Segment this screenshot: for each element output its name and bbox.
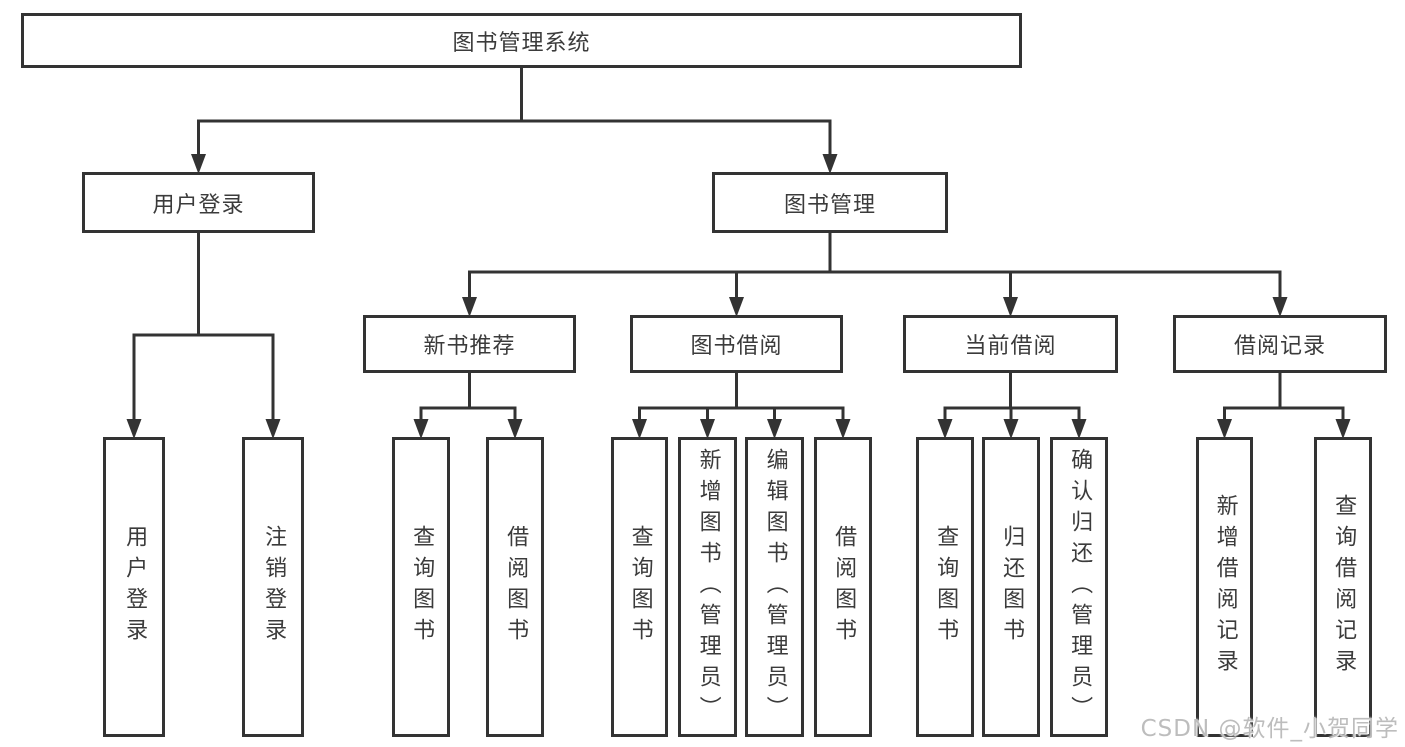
arrowhead-icon [191,154,206,174]
node-label: 查询图书 [627,525,653,649]
node-label: 用户登录 [122,525,148,649]
node-leaf-edit-book: 编辑图书（管理员） [745,437,804,737]
node-user-login: 用户登录 [82,172,315,233]
arrowhead-icon [1272,297,1288,317]
arrowhead-icon [1217,419,1232,439]
node-leaf-user-login: 用户登录 [103,437,165,737]
arrowhead-icon [729,297,744,317]
node-leaf-confirm-return: 确认归还（管理员） [1050,437,1108,737]
node-new-book-rec: 新书推荐 [363,315,576,373]
arrowhead-icon [462,297,477,317]
node-label: 查询图书 [409,525,435,649]
node-leaf-return-book: 归还图书 [982,437,1040,737]
node-label: 查询借阅记录 [1331,494,1357,680]
node-root: 图书管理系统 [21,13,1022,68]
arrowhead-icon [507,419,523,439]
arrowhead-icon [822,154,838,174]
arrowhead-icon [767,419,782,439]
arrowhead-icon [265,419,281,439]
arrowhead-icon [700,419,715,439]
node-leaf-logout: 注销登录 [242,437,304,737]
node-label: 借阅图书 [831,525,857,649]
node-leaf-add-book: 新增图书（管理员） [678,437,737,737]
node-label: 归还图书 [999,525,1025,649]
arrowhead-icon [413,419,429,439]
node-label: 编辑图书（管理员） [762,447,788,727]
node-label: 图书管理 [783,192,876,218]
arrowhead-icon [937,419,953,439]
node-label: 注销登录 [261,525,287,649]
node-label: 查询图书 [933,525,959,649]
arrowhead-icon [1335,419,1351,439]
arrowhead-icon [1071,419,1087,439]
node-label: 新增图书（管理员） [695,447,721,727]
node-label: 用户登录 [152,192,245,218]
arrowhead-icon [1003,419,1019,439]
node-leaf-borrow-book-1: 借阅图书 [486,437,544,737]
node-label: 图书借阅 [690,334,783,359]
node-leaf-query-book-1: 查询图书 [392,437,450,737]
node-label: 当前借阅 [964,334,1057,359]
arrowhead-icon [835,419,851,439]
node-label: 确认归还（管理员） [1067,447,1093,727]
arrowhead-icon [632,419,647,439]
node-label: 借阅记录 [1233,334,1326,359]
node-label: 新书推荐 [423,334,516,359]
node-leaf-query-book-2: 查询图书 [611,437,668,737]
node-book-borrow: 图书借阅 [630,315,843,373]
node-borrow-record: 借阅记录 [1173,315,1387,373]
arrowhead-icon [1003,297,1018,317]
node-label: 图书管理系统 [452,30,591,56]
node-leaf-query-book-3: 查询图书 [916,437,974,737]
arrowhead-icon [126,419,142,439]
node-leaf-borrow-book-2: 借阅图书 [814,437,872,737]
node-book-mgmt: 图书管理 [712,172,948,233]
node-leaf-query-record: 查询借阅记录 [1314,437,1372,737]
node-label: 借阅图书 [503,525,529,649]
node-label: 新增借阅记录 [1212,494,1238,680]
node-leaf-add-record: 新增借阅记录 [1196,437,1253,737]
node-current-borrow: 当前借阅 [903,315,1118,373]
